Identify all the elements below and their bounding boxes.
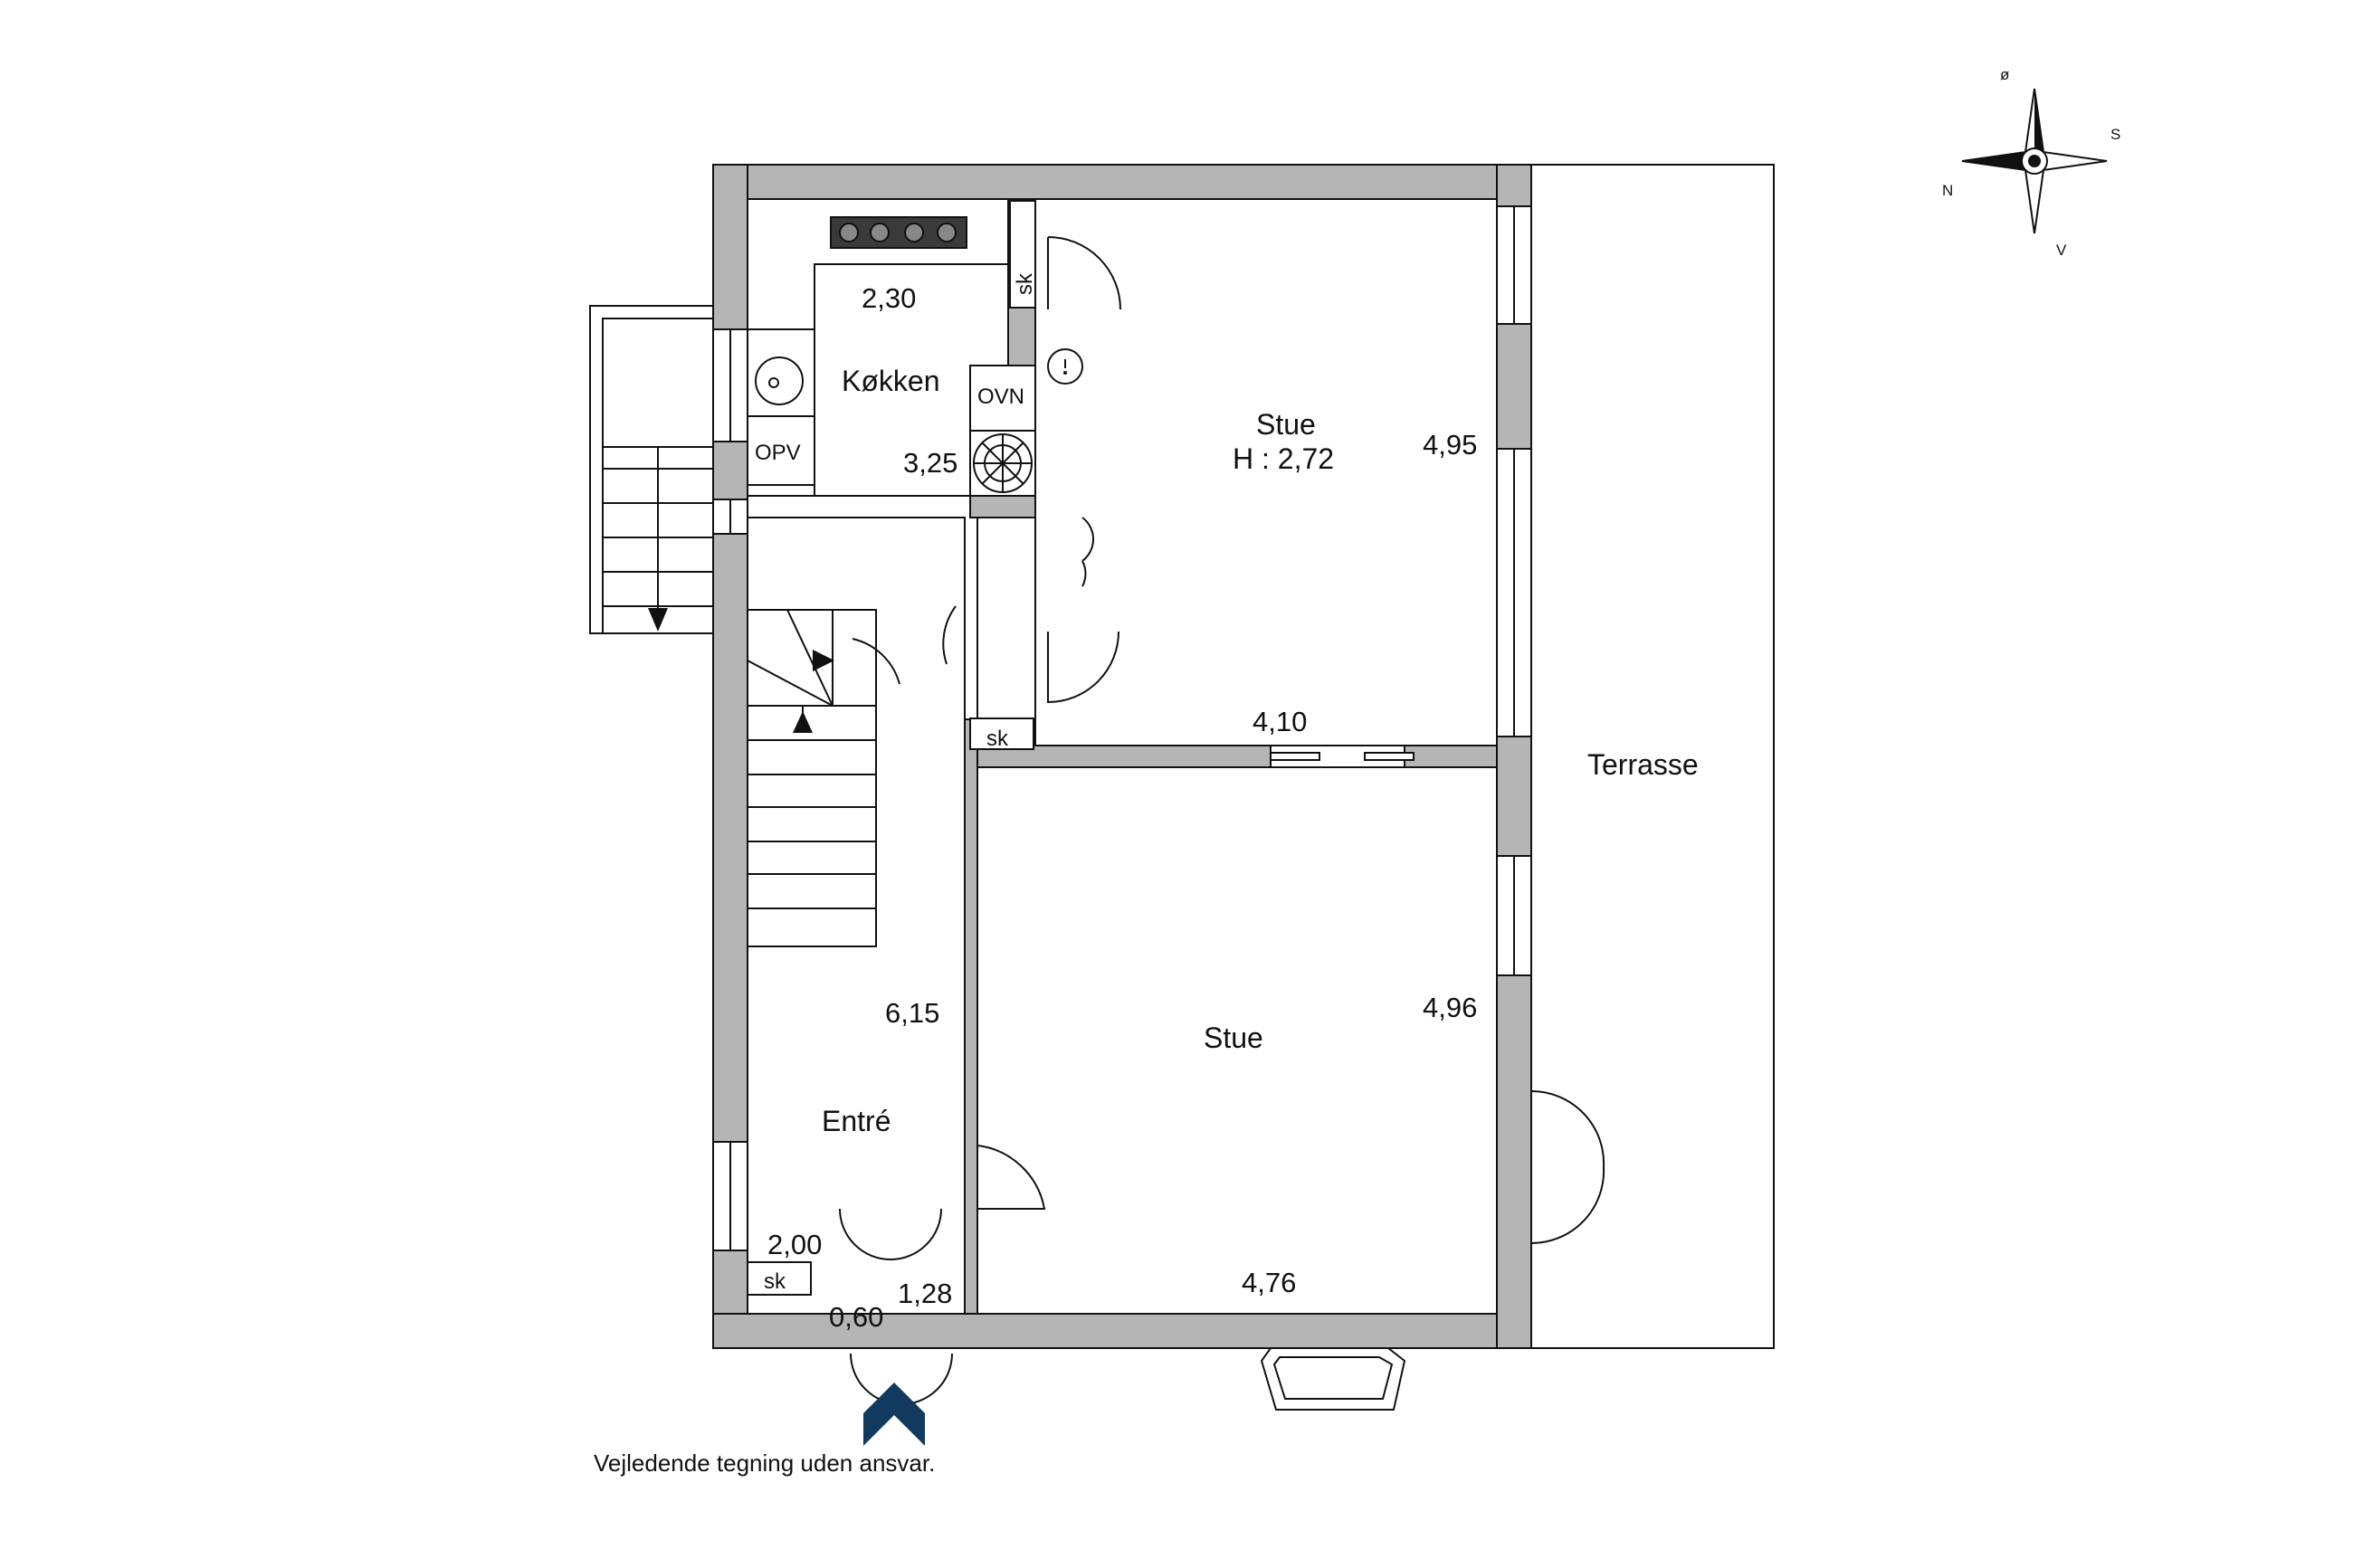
living-top-name: Stue [1256, 408, 1316, 441]
living-top-length: 4,10 [1253, 706, 1307, 737]
living-top-width: 4,95 [1423, 429, 1477, 461]
compass-icon [1961, 88, 2108, 234]
kitchen-width: 2,30 [862, 282, 916, 314]
windows [712, 205, 1532, 1251]
living-bottom-width: 4,96 [1423, 992, 1477, 1023]
interior-stair [747, 609, 877, 947]
sliding-door [1270, 752, 1415, 761]
entry-name: Entré [822, 1105, 891, 1137]
disclaimer-text: Vejledende tegning uden ansvar. [594, 1449, 936, 1477]
closet-label-mid: sk [986, 727, 1009, 751]
compass-east-label: ø [2000, 66, 2009, 83]
kitchen-name: Køkken [842, 365, 939, 397]
sink-icon [755, 356, 804, 405]
compass-north-label: N [1942, 182, 1953, 199]
vestibule-depth1: 0,60 [829, 1301, 883, 1333]
compass-south-label: S [2110, 126, 2120, 143]
fan-icon [973, 433, 1033, 493]
living-bottom-name: Stue [1204, 1022, 1263, 1054]
exterior-stair [589, 305, 714, 634]
living-bottom-length: 4,76 [1242, 1267, 1296, 1298]
closet-label-top: sk [1013, 272, 1037, 295]
room-floors [747, 198, 1498, 1315]
outlet-icon [1047, 348, 1083, 385]
bay-window [1260, 1347, 1406, 1411]
vestibule-depth2: 1,28 [898, 1278, 952, 1309]
stair-down-arrow-icon [648, 608, 668, 632]
closet-label-bottom: sk [764, 1269, 786, 1294]
entrance-arrow-icon [863, 1383, 925, 1446]
terrace-name: Terrasse [1587, 748, 1699, 781]
stove-icon [830, 216, 967, 249]
kitchen-length: 3,25 [903, 447, 957, 479]
doors [839, 236, 1605, 1405]
entry-length: 6,15 [885, 997, 939, 1029]
closets [747, 200, 1036, 1296]
stair-direction-arrow-icon [793, 650, 834, 733]
compass-west-label: V [2056, 242, 2067, 259]
living-top-height: H : 2,72 [1233, 442, 1334, 475]
oven-label: OVN [977, 385, 1024, 409]
terrace-area [1530, 164, 1775, 1349]
dishwasher-label: OPV [755, 441, 801, 465]
vestibule-width: 2,00 [767, 1229, 822, 1260]
